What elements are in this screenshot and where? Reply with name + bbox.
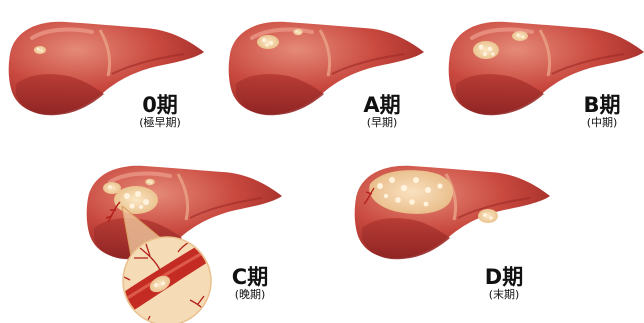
stage-b-subtitle: (中期)	[576, 116, 628, 129]
stage-c-subtitle: (晚期)	[224, 288, 276, 301]
stage-a-label: A期 (早期)	[356, 94, 408, 129]
stage-b-title: B期	[576, 94, 628, 116]
stage-c-label: C期 (晚期)	[224, 266, 276, 301]
stage-0-label: 0期 (極早期)	[128, 94, 192, 129]
stage-d-label: D期 (末期)	[478, 266, 530, 301]
stage-a-title: A期	[356, 94, 408, 116]
stage-b-label: B期 (中期)	[576, 94, 628, 129]
stage-0-subtitle: (極早期)	[128, 116, 192, 129]
stage-0-title: 0期	[128, 94, 192, 116]
stage-d-title: D期	[478, 266, 530, 288]
stage-a-subtitle: (早期)	[356, 116, 408, 129]
stage-c-title: C期	[224, 266, 276, 288]
liver-stage-d	[355, 166, 550, 259]
stage-d-subtitle: (末期)	[478, 288, 530, 301]
